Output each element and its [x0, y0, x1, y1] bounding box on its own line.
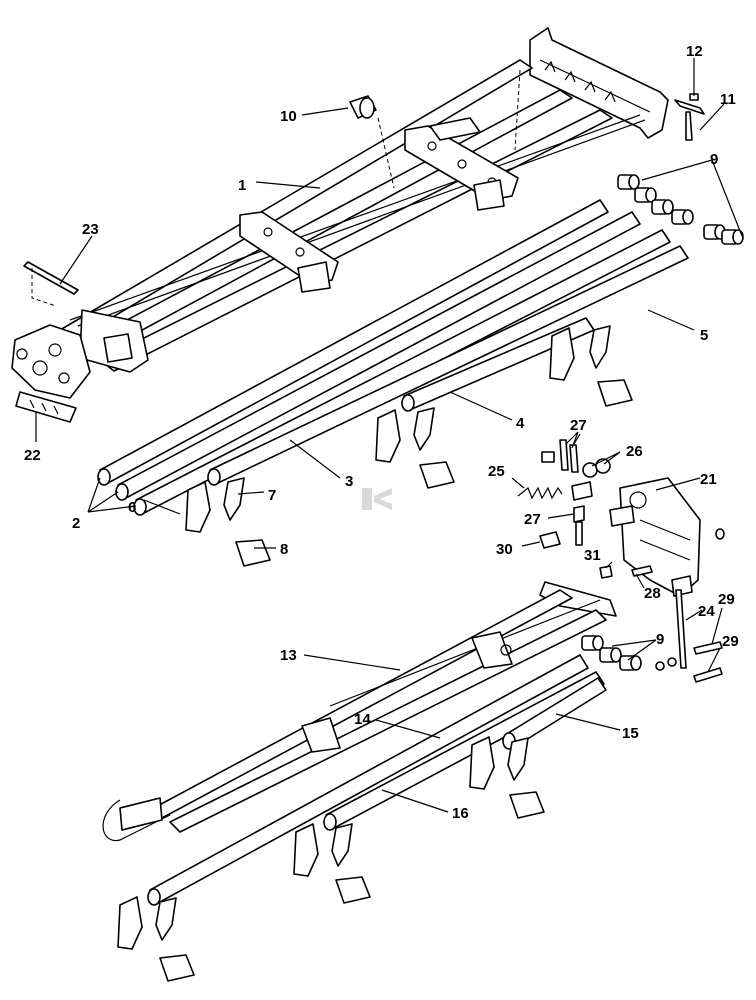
couplers-9-lower: [581, 635, 642, 671]
callout-15: 15: [622, 725, 639, 742]
leader-lines: [35, 58, 743, 813]
pin-and-bracket-11-12: [674, 93, 705, 141]
callout-24: 24: [698, 603, 715, 620]
callout-29-lower: 29: [722, 633, 739, 650]
callout-12: 12: [686, 43, 703, 60]
callout-30: 30: [496, 541, 513, 558]
nozzle-clamp-set-lower: [117, 736, 545, 982]
callout-26: 26: [626, 443, 643, 460]
callout-11: 11: [720, 91, 736, 108]
callout-22: 22: [24, 447, 41, 464]
callout-1: 1: [238, 177, 246, 194]
callout-labels: 1 2 3 4 5 6 7 8 9 10 11 12 13 14 15 16 2…: [24, 43, 739, 822]
callout-8: 8: [280, 541, 288, 558]
callout-14: 14: [354, 711, 371, 728]
callout-9-lower: 9: [656, 631, 664, 648]
lower-boom-frame: [102, 581, 617, 842]
callout-27-lower: 27: [524, 511, 541, 528]
callout-2: 2: [72, 515, 80, 532]
bushing-10: [349, 95, 377, 119]
upper-boom-frame: [59, 27, 669, 373]
callout-21: 21: [700, 471, 717, 488]
watermark-logo: [362, 488, 392, 510]
callout-5: 5: [700, 327, 708, 344]
spray-tubes-lower: [147, 654, 607, 906]
callout-7: 7: [268, 487, 276, 504]
callout-27-upper: 27: [570, 417, 587, 434]
callout-25: 25: [488, 463, 505, 480]
callout-13: 13: [280, 647, 297, 664]
callout-10: 10: [280, 108, 297, 125]
nozzle-clamp-set-upper: [185, 325, 633, 567]
callout-29-upper: 29: [718, 591, 735, 608]
callout-23: 23: [82, 221, 99, 238]
callout-28: 28: [644, 585, 661, 602]
callout-4: 4: [516, 415, 525, 432]
left-bracket-assembly: [11, 261, 91, 423]
hinge-assembly: [517, 439, 725, 683]
callout-6: 6: [128, 499, 136, 516]
spray-tubes-upper: [97, 199, 689, 516]
callout-16: 16: [452, 805, 469, 822]
callout-3: 3: [345, 473, 353, 490]
callout-9-upper: 9: [710, 151, 718, 168]
callout-31: 31: [584, 547, 601, 564]
couplers-9-upper: [617, 174, 744, 245]
